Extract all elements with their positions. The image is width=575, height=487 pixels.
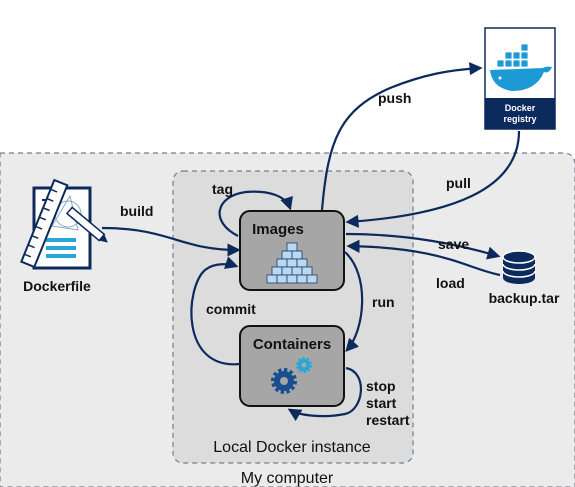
push-arrow [320,62,483,211]
containers-title: Containers [253,336,331,353]
tag-label: tag [212,181,233,197]
edges [101,62,521,422]
tag-arrow [218,190,293,237]
commit-arrow [190,256,241,366]
docker-registry-label-line2: registry [503,114,536,124]
pull-arrow [345,130,521,228]
stop-label: stop [366,378,396,394]
docker-registry-label-line1: Docker [505,103,536,113]
dockerfile-icon [20,178,108,270]
backup-tar-label: backup.tar [489,290,560,306]
database-icon [502,250,536,284]
load-arrow [346,239,501,277]
commit-label: commit [206,301,256,317]
build-arrow [101,226,241,257]
dockerfile-label: Dockerfile [23,278,91,294]
save-arrow [345,232,501,260]
local-docker-instance-label: Local Docker instance [213,439,371,456]
containers-node [239,325,345,407]
load-label: load [436,275,465,291]
gears-icon [271,357,312,394]
start-label: start [366,395,397,411]
cubes-icon [266,242,318,284]
images-title: Images [252,221,304,238]
save-label: save [438,236,469,252]
whale-icon [490,43,552,91]
run-label: run [372,294,395,310]
run-arrow [344,251,364,352]
pull-label: pull [446,175,471,191]
build-label: build [120,203,153,219]
my-computer-label: My computer [241,470,334,487]
stop-start-restart-arrow [287,366,362,422]
push-label: push [378,90,411,106]
restart-label: restart [366,412,410,428]
